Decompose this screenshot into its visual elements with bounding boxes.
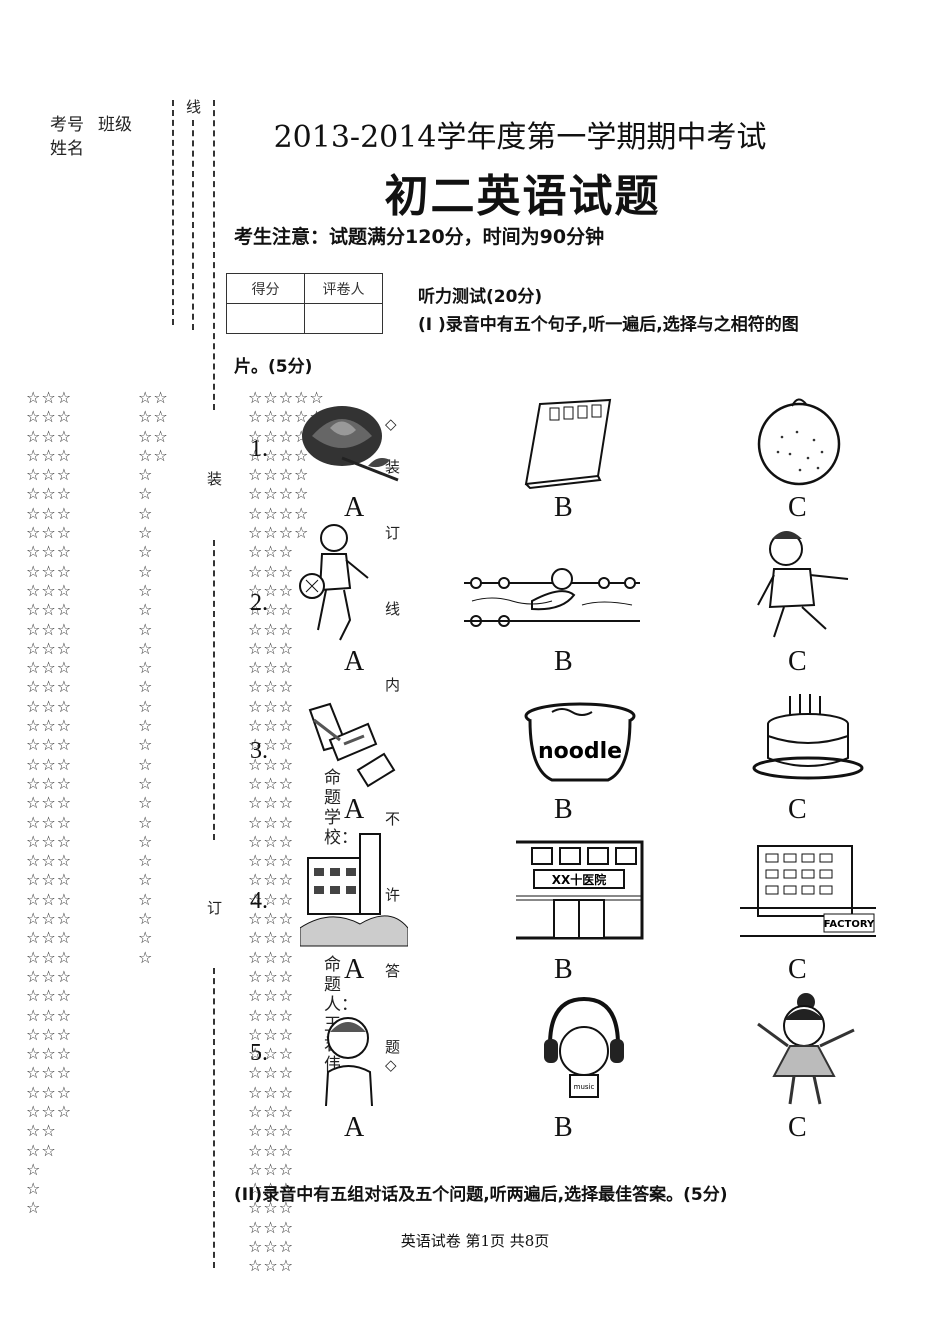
notebook-icon	[524, 398, 612, 490]
binding-label-line: 线	[186, 98, 202, 116]
class-label: 班级	[98, 115, 132, 135]
inner-char: 答	[385, 962, 401, 980]
boy-thinking-icon	[325, 1017, 373, 1107]
part2-instruction: (II)录音中有五组对话及五个问题,听两遍后,选择最佳答案。(5分)	[234, 1185, 728, 1205]
score-table: 得分 评卷人	[226, 273, 383, 334]
exam-subtitle: 初二英语试题	[384, 171, 661, 222]
inner-char: 内	[385, 676, 401, 694]
inner-char: 许	[385, 886, 401, 904]
binding-label-ding: 订	[207, 899, 223, 917]
inner-char: 线	[385, 600, 401, 618]
option-label: A	[344, 1112, 365, 1143]
inner-char: 装	[385, 458, 401, 476]
binding-label-zhuang: 装	[207, 470, 223, 488]
grader-cell[interactable]	[304, 303, 383, 334]
star-column-left: ☆☆☆ ☆☆☆ ☆☆☆ ☆☆☆ ☆☆☆ ☆☆☆ ☆☆☆ ☆☆☆ ☆☆☆ ☆☆☆ …	[26, 388, 73, 1218]
inner-char: 订	[385, 524, 401, 542]
dancing-girl-icon	[757, 993, 855, 1105]
binding-dash-line	[172, 100, 174, 325]
part1-instruction-cont: 片。(5分)	[234, 357, 313, 377]
factory-sign: FACTORY	[824, 919, 875, 930]
exam-notice: 考生注意：试题满分120分，时间为90分钟	[234, 226, 605, 248]
star-column-right: ☆☆☆☆☆ ☆☆☆☆☆ ☆☆☆☆☆ ☆☆☆☆ ☆☆☆☆ ☆☆☆☆ ☆☆☆☆ ☆☆…	[248, 388, 325, 1276]
exam-number-label: 考号	[50, 115, 84, 135]
orange-icon	[757, 398, 841, 486]
section-heading: 听力测试(20分)	[418, 287, 543, 307]
option-label: C	[788, 954, 807, 985]
question-number: 4.	[250, 888, 268, 914]
question-number: 1.	[250, 436, 268, 462]
school-building-icon	[300, 833, 408, 947]
option-label: C	[788, 492, 807, 523]
name-label: 姓名	[50, 139, 84, 159]
grader-header: 评卷人	[304, 273, 383, 304]
factory-icon: FACTORY	[740, 845, 876, 937]
option-label: B	[554, 954, 573, 985]
inner-char: 不	[385, 810, 401, 828]
rose-icon	[302, 406, 399, 482]
inner-mark-bottom: ◇	[385, 1056, 397, 1074]
option-label: A	[344, 794, 365, 825]
option-label: B	[554, 794, 573, 825]
option-label: B	[554, 1112, 573, 1143]
candy-icon	[308, 702, 396, 788]
binding-dash-line	[213, 540, 215, 840]
inner-char: 题	[385, 1038, 401, 1056]
running-girl-icon	[757, 531, 849, 638]
question-number: 3.	[250, 738, 268, 764]
option-label: A	[344, 492, 365, 523]
option-label: A	[344, 954, 365, 985]
option-label: A	[344, 646, 365, 677]
exam-title: 2013-2014学年度第一学期期中考试	[273, 120, 767, 155]
birthday-cake-icon	[752, 694, 864, 780]
hospital-icon: XX十医院	[516, 840, 644, 940]
binding-dash-line	[213, 100, 215, 410]
binding-dash-line	[192, 120, 194, 330]
part1-instruction: (I )录音中有五个句子,听一遍后,选择与之相符的图	[418, 315, 799, 335]
inner-mark-top: ◇	[385, 415, 397, 433]
swimmer-icon	[464, 568, 640, 627]
headphones-icon: music	[544, 996, 624, 1098]
question-number: 5.	[250, 1040, 268, 1066]
option-label: C	[788, 1112, 807, 1143]
score-header: 得分	[226, 273, 305, 304]
page-footer: 英语试卷 第1页 共8页	[400, 1232, 550, 1250]
star-column-mid: ☆☆ ☆☆ ☆☆ ☆☆ ☆ ☆ ☆ ☆ ☆ ☆ ☆ ☆ ☆ ☆ ☆ ☆ ☆ ☆ …	[138, 388, 169, 967]
score-cell[interactable]	[226, 303, 305, 334]
svg-text:noodle: noodle	[538, 739, 622, 764]
noodle-bowl-icon: noodle	[524, 702, 636, 782]
option-label: C	[788, 794, 807, 825]
option-label: C	[788, 646, 807, 677]
football-boy-icon	[299, 524, 369, 641]
music-label: music	[574, 1083, 595, 1091]
question-number: 2.	[250, 590, 268, 616]
binding-dash-line	[213, 968, 215, 1268]
option-label: B	[554, 492, 573, 523]
hospital-sign: XX十医院	[552, 872, 607, 887]
option-label: B	[554, 646, 573, 677]
